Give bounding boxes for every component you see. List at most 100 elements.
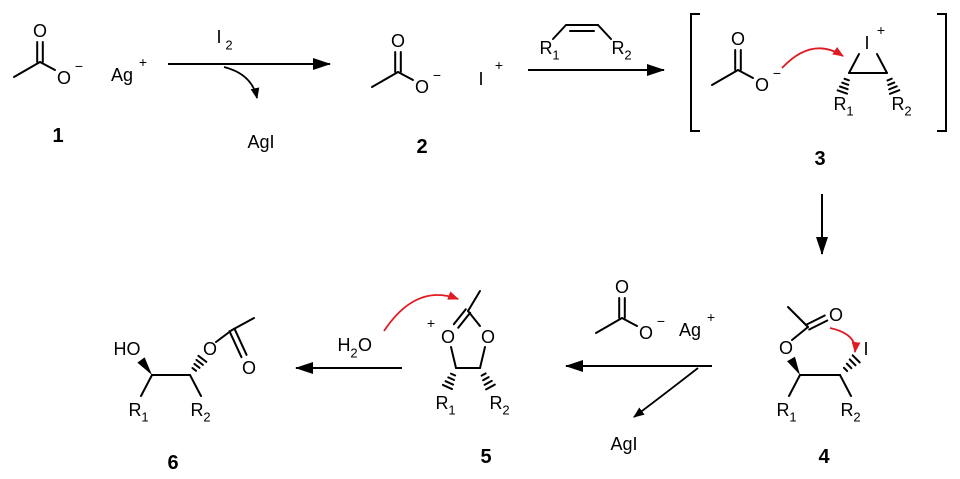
- r1-subscript: 1: [846, 104, 853, 119]
- bond: [839, 374, 852, 397]
- bond: [13, 61, 41, 78]
- silver-cation-label: Ag: [679, 320, 701, 340]
- bracket-left: [690, 13, 700, 132]
- r1-subscript: 1: [448, 403, 455, 418]
- charge-plus: +: [427, 315, 435, 331]
- bond: [450, 346, 457, 369]
- atom-o-carbonyl: O: [391, 31, 405, 51]
- reagent-iodine-label: I: [216, 27, 221, 47]
- reaction-step-1: I 2 AgI: [168, 27, 331, 152]
- r1-label: R: [436, 393, 449, 413]
- charge-minus: −: [433, 67, 441, 83]
- reagent-iodine-subscript: 2: [225, 38, 232, 53]
- atom-o-carbonyl: O: [731, 29, 745, 49]
- structure-6-hydroxy-acetate: HO O O R 1 R 2 6: [114, 317, 256, 474]
- bond: [737, 69, 754, 79]
- bond: [848, 53, 860, 74]
- bond: [231, 317, 255, 331]
- structure-5-acetoxonium: O O + R 1 R 2 5: [383, 290, 510, 468]
- charge-plus: +: [495, 57, 503, 73]
- bond: [189, 374, 202, 397]
- compound-number-6: 6: [167, 452, 178, 474]
- compound-number-4: 4: [818, 446, 830, 468]
- reaction-step-5: H 2 O: [295, 335, 402, 374]
- r2-subscript: 2: [203, 410, 210, 425]
- structure-2-acetyl-hypoiodite: O O − I + 2: [371, 31, 503, 158]
- compound-number-3: 3: [814, 148, 825, 170]
- r1-subscript: 1: [552, 48, 559, 63]
- r2-label: R: [612, 38, 625, 58]
- iodine-cation-label: I: [478, 69, 483, 89]
- bond: [876, 53, 888, 74]
- mechanism-curved-arrow: [829, 327, 861, 354]
- compound-number-1: 1: [52, 125, 63, 147]
- byproduct-curved-arrow: [633, 367, 699, 418]
- bond: [552, 24, 567, 40]
- atom-o-carbonyl: O: [242, 358, 256, 378]
- reaction-step-4: O O − Ag + AgI: [565, 277, 715, 454]
- bond: [791, 326, 809, 341]
- atom-o-carbonyl: O: [33, 21, 47, 41]
- structure-4-iodo-acetate: O O I R 1 R 2 4: [777, 305, 869, 468]
- compound-number-2: 2: [416, 136, 427, 158]
- silver-cation-label: Ag: [111, 65, 133, 85]
- bond: [140, 374, 153, 397]
- atom-o-ester: O: [639, 323, 653, 343]
- bond: [397, 71, 414, 81]
- r2-label: R: [490, 393, 503, 413]
- r2-label: R: [892, 94, 905, 114]
- bond: [467, 290, 481, 312]
- charge-minus: −: [657, 313, 665, 329]
- charge-minus: −: [75, 58, 83, 74]
- bond: [621, 317, 638, 327]
- atom-o-ester: O: [57, 68, 71, 88]
- reagent-water-o: O: [358, 335, 372, 355]
- r2-subscript: 2: [624, 48, 631, 63]
- charge-minus: −: [773, 65, 781, 81]
- bond: [467, 310, 481, 327]
- atom-o-ester: O: [203, 339, 217, 359]
- atom-o-ester: O: [415, 77, 429, 97]
- bond: [39, 61, 56, 71]
- atom-o-carbonyl: O: [829, 305, 843, 325]
- structure-1-silver-acetate: O O − Ag + 1: [13, 21, 147, 147]
- atom-o-ester: O: [755, 75, 769, 95]
- r1-subscript: 1: [789, 410, 796, 425]
- r2-subscript: 2: [904, 104, 911, 119]
- r1-label: R: [540, 38, 553, 58]
- iodine-label: I: [863, 339, 868, 359]
- charge-plus: +: [877, 22, 885, 38]
- charge-plus: +: [139, 54, 147, 70]
- bond: [479, 346, 486, 369]
- bond: [787, 306, 809, 328]
- byproduct-agi-label: AgI: [610, 434, 637, 454]
- atom-o-left: O: [441, 327, 455, 347]
- bond: [711, 69, 739, 86]
- r2-subscript: 2: [853, 410, 860, 425]
- bond: [788, 374, 801, 397]
- r1-label: R: [777, 400, 790, 420]
- structure-3-iodonium-intermediate: O O − I + R 1 R 2 3: [690, 13, 947, 170]
- bond: [371, 71, 399, 88]
- reaction-step-2: R 1 R 2: [528, 24, 665, 76]
- bond: [597, 24, 612, 40]
- reagent-water-h: H: [338, 335, 351, 355]
- reagent-water-subscript: 2: [350, 346, 357, 361]
- charge-plus: +: [707, 309, 715, 325]
- bracket-right: [937, 13, 947, 132]
- hydroxyl-label: HO: [114, 339, 141, 359]
- mechanism-curved-arrow: [781, 46, 844, 69]
- atom-o-carbonyl: O: [615, 277, 629, 297]
- iodine-label: I: [864, 33, 869, 53]
- r1-subscript: 1: [141, 410, 148, 425]
- bond: [595, 317, 623, 334]
- byproduct-agi-label: AgI: [247, 132, 274, 152]
- r2-subscript: 2: [502, 403, 509, 418]
- r1-label: R: [834, 94, 847, 114]
- r1-label: R: [129, 400, 142, 420]
- atom-o-right: O: [481, 327, 495, 347]
- byproduct-curved-arrow: [223, 66, 260, 100]
- atom-o-ester: O: [779, 338, 793, 358]
